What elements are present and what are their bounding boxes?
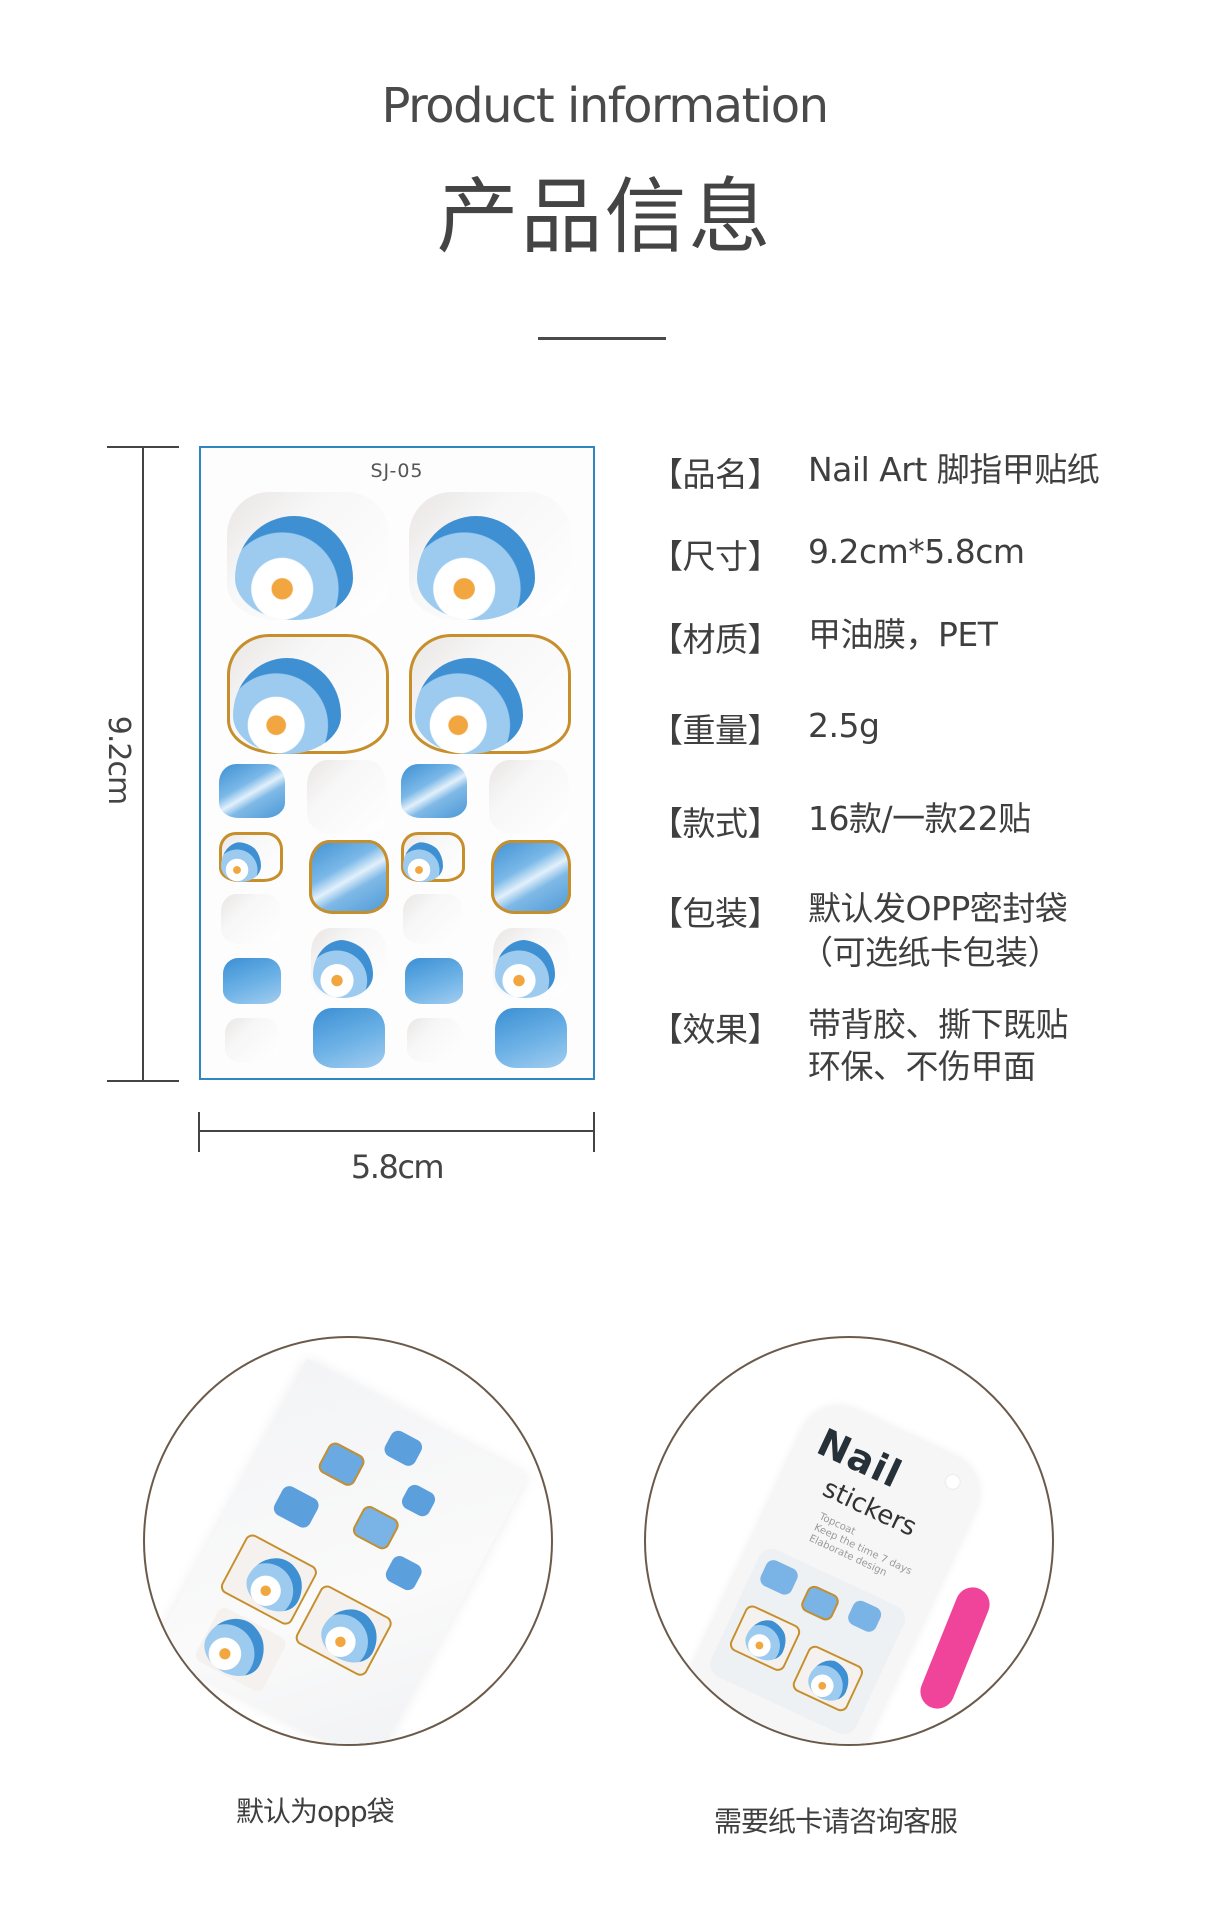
nail-sticker <box>407 1018 461 1062</box>
flower-motif <box>313 940 373 998</box>
mini-nail <box>381 1427 425 1469</box>
spec-key: 【材质】 <box>650 620 781 659</box>
spec-value: 2.5g <box>808 706 880 745</box>
nail-sticker <box>491 840 571 914</box>
nail-sticker <box>309 840 389 914</box>
spec-value: 16款/一款22贴 <box>808 799 1031 838</box>
nail-sticker <box>307 760 387 834</box>
flower-motif <box>195 1607 276 1686</box>
spec-value: 带背胶、撕下既贴 <box>808 1005 1069 1044</box>
opp-bag-photo <box>143 1336 553 1746</box>
nail-sticker <box>409 492 571 620</box>
mini-nail <box>271 1483 322 1531</box>
caption-opp-bag: 默认为opp袋 <box>236 1795 395 1828</box>
nail-sticker <box>219 832 283 882</box>
flower-motif <box>739 1613 794 1667</box>
nail-sticker <box>227 492 389 620</box>
caption-paper-card: 需要纸卡请咨询客服 <box>714 1805 958 1838</box>
nail-sticker <box>409 634 571 754</box>
flower-motif <box>313 1599 388 1672</box>
mini-nail <box>399 1482 438 1520</box>
mini-nail <box>845 1598 884 1635</box>
mini-nail <box>383 1553 425 1593</box>
nail-sticker <box>401 764 467 818</box>
flower-motif <box>417 516 535 620</box>
flower-motif <box>238 1548 313 1621</box>
nail-sticker <box>401 832 465 882</box>
width-dimension-line <box>199 1130 595 1132</box>
flower-motif <box>221 842 261 882</box>
flower-motif <box>235 516 353 620</box>
nail-sticker <box>219 764 285 818</box>
title-divider <box>538 337 666 340</box>
spec-key: 【尺寸】 <box>650 537 781 576</box>
title-chinese: 产品信息 <box>436 170 773 265</box>
spec-key: 【品名】 <box>650 455 781 494</box>
flower-motif <box>233 658 341 754</box>
width-label: 5.8cm <box>350 1148 445 1186</box>
nail-sticker <box>223 958 281 1004</box>
paper-card-photo: Nail stickers Topcoat Keep the time 7 da… <box>644 1336 1054 1746</box>
flower-motif <box>403 842 443 882</box>
mini-nail <box>350 1503 402 1553</box>
flower-motif <box>802 1653 856 1707</box>
flower-motif <box>495 940 555 998</box>
spec-key: 【款式】 <box>650 804 781 843</box>
mini-nail <box>757 1557 801 1598</box>
spec-value: 甲油膜，PET <box>808 615 998 654</box>
spec-value: 9.2cm*5.8cm <box>808 532 1025 571</box>
spec-value-line2: （可选纸卡包装） <box>800 933 1061 972</box>
spec-key: 【效果】 <box>650 1010 781 1049</box>
title-english: Product information <box>381 78 829 134</box>
flower-motif <box>415 658 523 754</box>
nail-sticker <box>227 634 389 754</box>
nail-sticker <box>221 894 281 944</box>
width-dimension-tick-right <box>593 1112 595 1152</box>
nail-sticker <box>403 894 463 944</box>
width-dimension-tick-left <box>198 1112 200 1152</box>
sticker-sheet-image: SJ-05 <box>199 446 595 1080</box>
nail-sticker <box>405 958 463 1004</box>
opp-bag-sheet <box>152 1358 528 1744</box>
nail-sticker <box>489 760 569 834</box>
spec-key: 【重量】 <box>650 711 781 750</box>
mini-nail <box>727 1602 803 1674</box>
height-dimension-tick-top <box>107 446 179 448</box>
mini-nail <box>315 1439 368 1489</box>
spec-value: Nail Art 脚指甲贴纸 <box>808 450 1100 489</box>
nail-sticker <box>225 1018 279 1062</box>
height-dimension-tick-bottom <box>107 1080 179 1082</box>
nail-sticker <box>311 928 387 998</box>
mini-nail <box>798 1583 842 1623</box>
sticker-code: SJ-05 <box>370 460 424 482</box>
spec-key: 【包装】 <box>650 894 781 933</box>
height-dimension-line <box>142 446 144 1082</box>
spec-value: 默认发OPP密封袋 <box>808 889 1068 928</box>
nail-sticker <box>493 928 569 998</box>
spec-value-line2: 环保、不伤甲面 <box>808 1047 1036 1086</box>
hang-hole <box>942 1471 964 1493</box>
mini-nail <box>790 1643 866 1714</box>
mini-nail <box>292 1582 395 1679</box>
height-label: 9.2cm <box>101 715 136 805</box>
nail-sticker <box>313 1008 385 1068</box>
nail-sticker <box>495 1008 567 1068</box>
